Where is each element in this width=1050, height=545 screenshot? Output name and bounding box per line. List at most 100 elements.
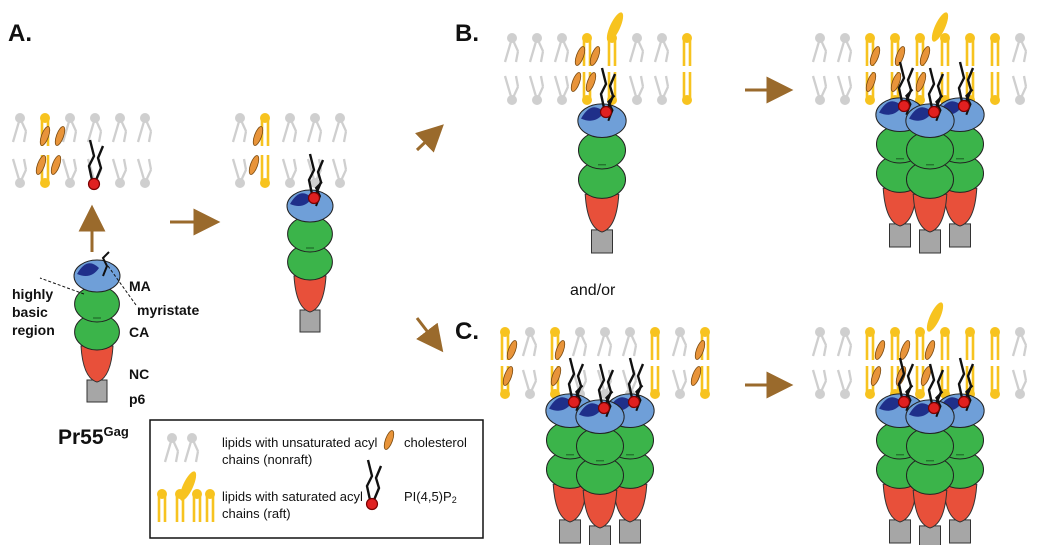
ma-label: MA [129, 278, 151, 294]
and-or-label: and/or [570, 282, 616, 299]
nc-domain [582, 489, 618, 529]
raft-lipid [682, 72, 692, 105]
cholesterol-molecule [585, 72, 597, 92]
gag-monomer [905, 363, 955, 545]
arrow-to-b [415, 124, 444, 153]
raft-lipid [990, 366, 1000, 399]
gag-title: Pr55Gag [58, 424, 129, 450]
membrane-c1 [500, 327, 710, 399]
nc-domain [912, 193, 948, 233]
nc-domain [584, 193, 620, 233]
basic-region [879, 397, 903, 411]
cholesterol-molecule [694, 340, 706, 360]
basic-region-label: highly basic region [12, 286, 55, 338]
pip2-molecule [897, 61, 915, 113]
cholesterol-molecule [894, 46, 906, 66]
cholesterol-molecule [924, 340, 936, 360]
gag-trimer-c1 [545, 357, 655, 545]
nc-domain [942, 483, 978, 523]
nc-label: NC [129, 366, 150, 382]
pip2-molecule [927, 363, 945, 415]
cholesterol-molecule [550, 366, 562, 386]
nonraft-lipid [653, 33, 670, 63]
nonraft-lipid [553, 33, 570, 63]
nonraft-lipid [521, 327, 538, 357]
nonraft-lipid [1011, 33, 1028, 63]
raft-lipid [990, 327, 1000, 360]
nonraft-lipid [811, 369, 828, 399]
p6-domain [299, 309, 321, 333]
p6-domain [919, 229, 941, 254]
cholesterol-molecule [899, 340, 911, 360]
p6-domain [949, 223, 971, 248]
cholesterol-molecule [874, 340, 886, 360]
basic-region-pointer [39, 277, 85, 295]
cholesterol-molecule [890, 72, 902, 92]
nc-domain [882, 187, 918, 227]
myristate-pointer [107, 265, 137, 306]
pip2-molecule [897, 357, 915, 409]
nonraft-lipid [61, 113, 78, 143]
raft-lipid [965, 33, 975, 66]
arrows [78, 76, 794, 399]
raft-lipid [990, 72, 1000, 105]
gag-inserted [286, 153, 334, 333]
pip2-molecule [365, 459, 383, 511]
p6-label: p6 [129, 391, 146, 407]
raft-lipid [915, 366, 925, 399]
pip2-molecule [627, 357, 645, 409]
raft-lipid [650, 366, 660, 399]
nonraft-lipid [621, 327, 638, 357]
legend-frame [149, 419, 484, 539]
membranes [11, 12, 1028, 399]
nonraft-lipid [836, 33, 853, 63]
raft-lipid [682, 33, 692, 66]
pip2-molecule [927, 67, 945, 119]
nonraft-lipid [111, 113, 128, 143]
membrane-a2 [231, 113, 348, 188]
p6-domain [919, 525, 941, 545]
cholesterol-molecule [39, 126, 51, 146]
cholesterol-molecule [915, 72, 927, 92]
nc-domain [942, 187, 978, 227]
raft-lipid [890, 327, 900, 360]
nonraft-lipid [596, 327, 613, 357]
pip2-molecule [957, 357, 975, 409]
nonraft-lipid [671, 369, 688, 399]
cholesterol-molecule [35, 155, 47, 175]
pip2-molecule [597, 363, 615, 415]
raft-lipid [650, 327, 660, 360]
cholesterol-molecule [506, 340, 518, 360]
nonraft-lipid [596, 369, 613, 399]
cholesterol-molecule [54, 126, 66, 146]
gag-free [73, 251, 121, 403]
raft-lipid [260, 155, 270, 188]
p6-domain [889, 519, 911, 544]
pip2-molecule [567, 357, 585, 409]
cholesterol-molecule [502, 366, 514, 386]
nonraft-lipid [86, 113, 103, 143]
nonraft-lipid [1011, 75, 1028, 105]
panel-label-a: A. [8, 20, 32, 47]
nonraft-lipid [1011, 369, 1028, 399]
raft-lipid [157, 489, 167, 522]
pip2-molecule [599, 67, 617, 119]
nonraft-lipid [11, 113, 28, 143]
gag-proteins [39, 61, 985, 545]
nonraft-lipid [231, 158, 248, 188]
p6-domain [889, 223, 911, 248]
basic-region [909, 403, 933, 417]
nonraft-lipid [553, 75, 570, 105]
cholesterol-molecule [869, 46, 881, 66]
basic-region [290, 193, 312, 206]
cholesterol-molecule [589, 46, 601, 66]
cholesterol-molecule [50, 155, 62, 175]
cholesterol-molecule [252, 126, 264, 146]
p6-domain [591, 229, 613, 254]
legend-unsaturated-text: lipids with unsaturated acyl chains (non… [222, 435, 378, 467]
legend [149, 419, 484, 539]
gag-trimer-c2 [875, 357, 985, 545]
nonraft-lipid [281, 158, 298, 188]
nonraft-lipid [836, 327, 853, 357]
